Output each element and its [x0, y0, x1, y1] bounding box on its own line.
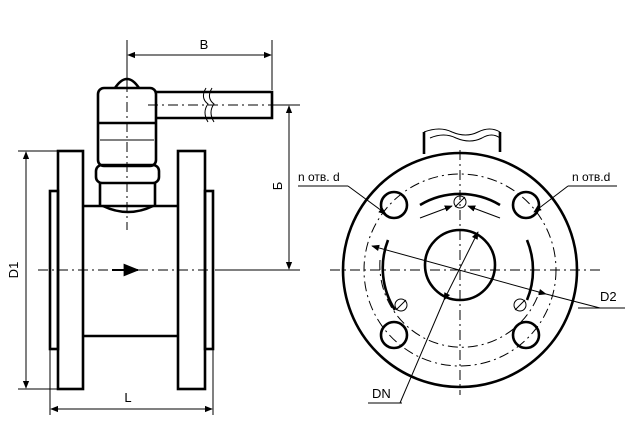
dim-B-label: B [200, 37, 209, 52]
dim-D2-label: D2 [600, 289, 617, 304]
side-view [38, 62, 300, 391]
bolt-hole-bottom-right [511, 320, 541, 350]
dim-DN-line [443, 231, 479, 301]
dim-L: L [49, 349, 214, 415]
bolt-hole-top-left [379, 190, 409, 220]
dim-B-cyr-label: Б [270, 182, 285, 191]
inner-arc-top [419, 192, 501, 207]
small-hole-left [394, 298, 408, 312]
left-flange-face [48, 189, 60, 351]
front-view: D2 DN n отв. d n отв.d [298, 128, 625, 404]
right-flange-face [203, 189, 215, 351]
dim-D1-label: D1 [6, 262, 21, 279]
lever-break [202, 87, 209, 123]
small-hole-top [453, 195, 467, 209]
bolt-hole-bottom-left [379, 320, 409, 350]
dim-D1: D1 [6, 150, 58, 390]
dim-DN-label: DN [372, 386, 391, 401]
leader-holes-left [347, 185, 387, 215]
front-neck-break [423, 128, 501, 136]
holes-right-label: n отв.d [572, 170, 610, 184]
bolt-circle [363, 173, 557, 367]
dim-B: B [126, 37, 273, 90]
neck [98, 183, 157, 206]
flange-outer [341, 151, 579, 389]
dim-L-label: L [124, 390, 131, 405]
holes-left-label: n отв. d [298, 170, 340, 184]
neck-base [102, 204, 154, 214]
front-neck [422, 132, 502, 154]
leader-holes-right [533, 185, 569, 213]
bolt-hole-top-right [511, 190, 541, 220]
small-hole-right [513, 298, 527, 312]
dim-B-cyr: Б [215, 104, 300, 271]
